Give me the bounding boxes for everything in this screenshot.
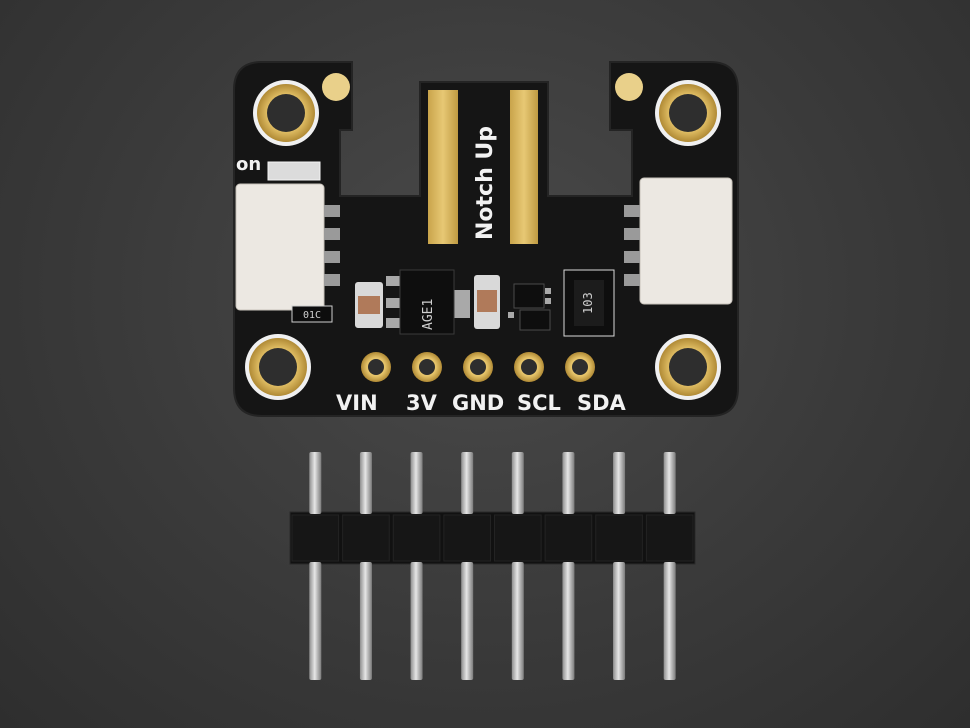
mounting-hole-top-right — [655, 80, 721, 146]
header-pin-bottom — [562, 562, 575, 680]
svg-text:103: 103 — [581, 292, 595, 314]
header-pin-top — [359, 452, 372, 514]
header-pin-bottom — [461, 562, 474, 680]
header-segment — [645, 514, 694, 562]
regulator-chip: AGE1 — [386, 269, 470, 335]
pin-label-gnd: GND — [452, 391, 504, 415]
header-segment — [392, 514, 441, 562]
header-segment — [291, 514, 340, 562]
pin-pad-row — [361, 352, 595, 382]
power-led — [267, 161, 321, 181]
pin-header-strip — [289, 452, 696, 680]
pin-label-3v: 3V — [406, 391, 438, 415]
header-pin-top — [663, 452, 676, 514]
fiducial-left — [322, 73, 350, 101]
resistor-01c: 01C — [291, 305, 333, 323]
transistor-pair — [508, 283, 551, 331]
pin-label-sda: SDA — [577, 391, 627, 415]
header-segment — [443, 514, 491, 562]
header-segment — [595, 514, 643, 562]
header-pin-top — [613, 452, 626, 514]
capacitor-left — [355, 282, 383, 328]
header-pin-top — [309, 452, 322, 514]
header-pin-top — [511, 452, 524, 514]
notch-up-label: Notch Up — [473, 126, 498, 240]
header-segment — [544, 514, 593, 562]
header-pin-bottom — [309, 562, 322, 680]
header-pin-bottom — [359, 562, 372, 680]
resistor-network-103: 103 — [563, 269, 615, 337]
header-pin-top — [461, 452, 474, 514]
mounting-hole-bottom-left — [245, 334, 311, 400]
header-pin-top — [410, 452, 423, 514]
header-segment — [494, 514, 542, 562]
svg-text:01C: 01C — [303, 310, 321, 321]
svg-text:AGE1: AGE1 — [421, 299, 436, 330]
pin-label-scl: SCL — [517, 391, 561, 415]
header-segment — [342, 514, 390, 562]
header-pin-top — [562, 452, 575, 514]
stemma-connector-left — [235, 183, 340, 311]
gold-finger-left — [428, 90, 458, 244]
pin-label-vin: VIN — [336, 391, 378, 415]
header-pin-bottom — [410, 562, 423, 680]
gold-finger-right — [510, 90, 538, 244]
header-pin-bottom — [613, 562, 626, 680]
mounting-hole-top-left — [253, 80, 319, 146]
on-label: on — [236, 154, 261, 175]
header-pin-bottom — [511, 562, 524, 680]
header-pin-bottom — [663, 562, 676, 680]
fiducial-right — [615, 73, 643, 101]
capacitor-right — [474, 275, 500, 329]
stemma-connector-right — [624, 177, 733, 305]
mounting-hole-bottom-right — [655, 334, 721, 400]
